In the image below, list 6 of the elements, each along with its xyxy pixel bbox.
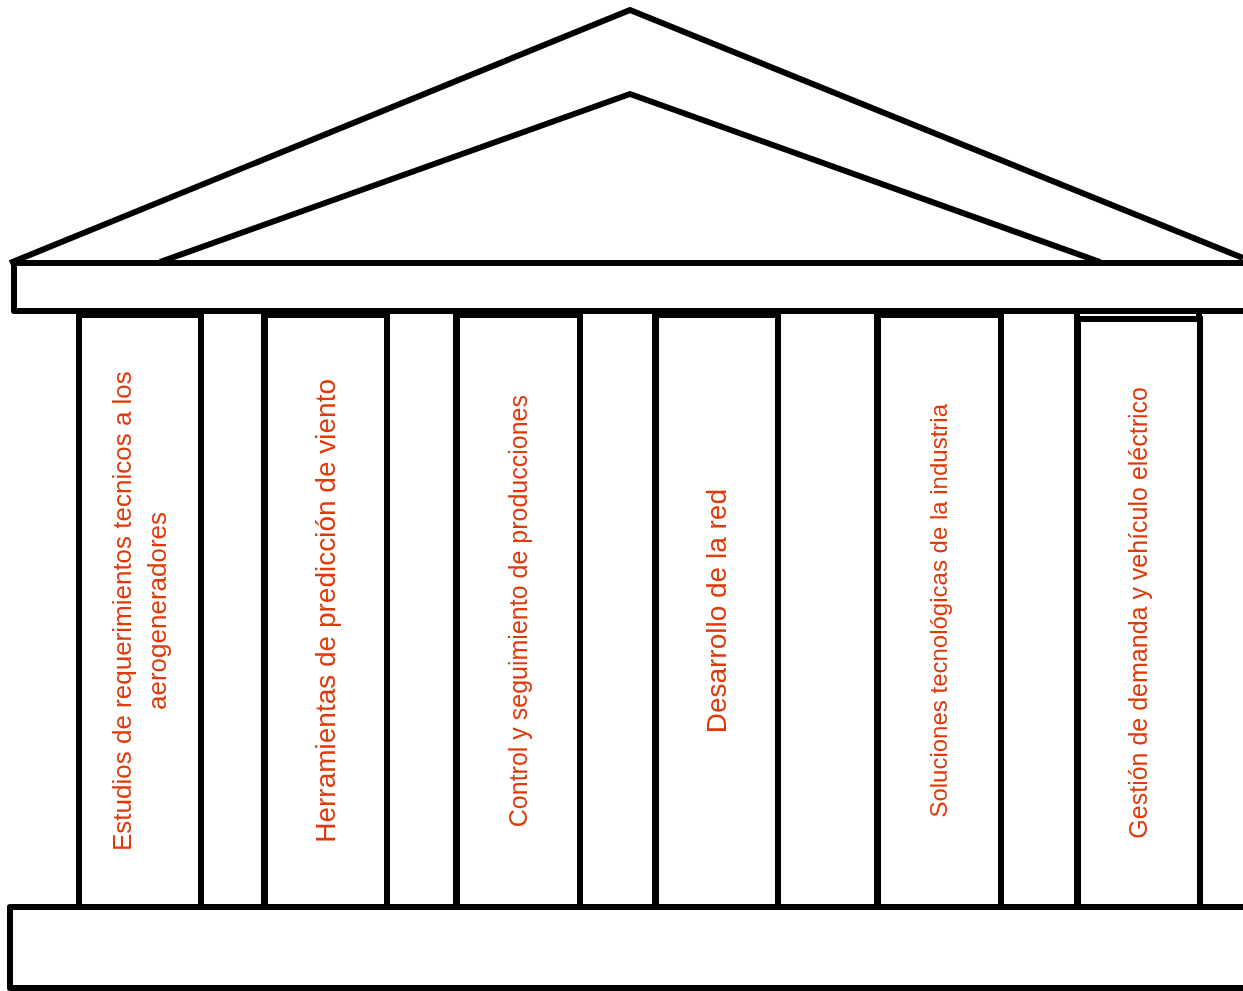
pillar-label: Soluciones tecnológicas de la industria bbox=[924, 404, 954, 818]
pillar-label: Estudios de requerimientos tecnicos a los aerogeneradores bbox=[105, 370, 173, 853]
pillar-label: Gestión de demanda y vehículo eléctrico bbox=[1123, 387, 1154, 839]
pillar-label: Desarrollo de la red bbox=[700, 488, 734, 734]
pillar-label: Control y seguimiento de producciones bbox=[502, 394, 533, 828]
pillar-label: Herramientas de predicción de viento bbox=[309, 379, 343, 843]
